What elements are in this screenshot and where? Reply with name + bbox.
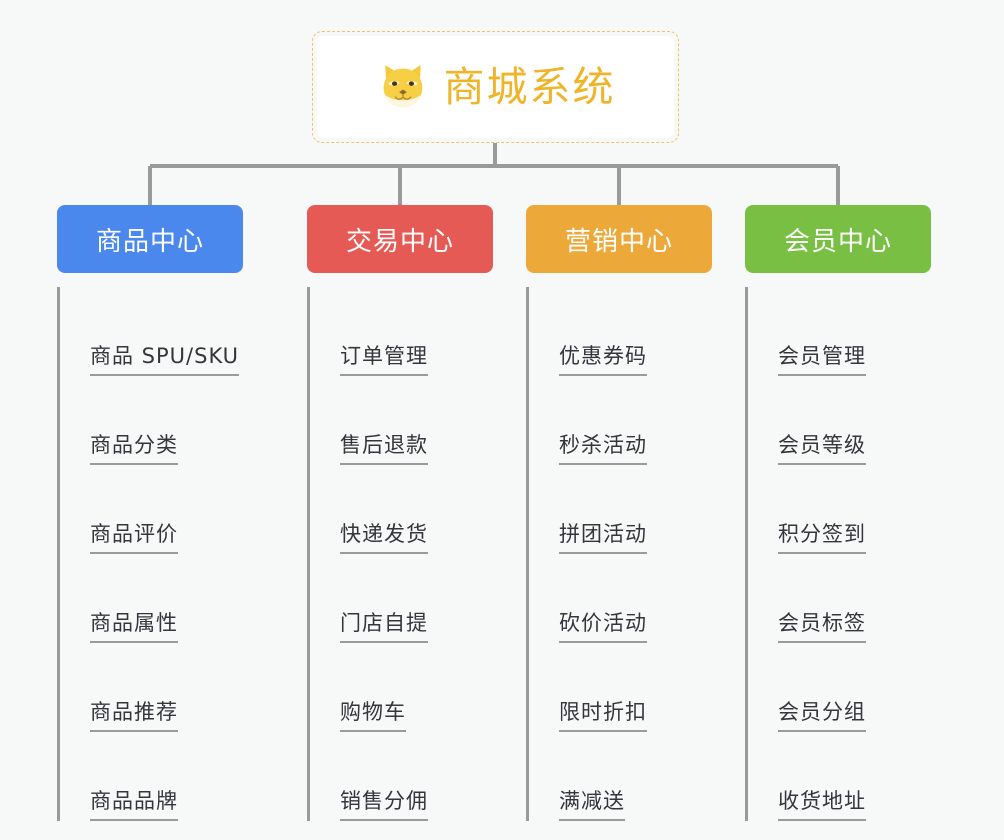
leaf-label: 秒杀活动 [559, 435, 647, 465]
leaf-list-2: 优惠券码 秒杀活动 拼团活动 砍价活动 限时折扣 满减送 [526, 287, 732, 821]
list-item[interactable]: 满减送 [545, 732, 732, 821]
leaf-label: 商品 SPU/SKU [90, 346, 240, 376]
leaf-label: 会员管理 [778, 346, 866, 376]
leaf-label: 销售分佣 [340, 791, 428, 821]
list-item[interactable]: 限时折扣 [545, 643, 732, 732]
list-item[interactable]: 会员等级 [764, 376, 951, 465]
category-column-3: 会员中心 会员管理 会员等级 积分签到 会员标签 会员分组 收货地址 [745, 205, 931, 821]
leaf-label: 售后退款 [340, 435, 428, 465]
shiba-dog-icon [376, 60, 430, 114]
leaf-label: 商品分类 [90, 435, 178, 465]
list-item[interactable]: 会员管理 [764, 287, 951, 376]
leaf-label: 砍价活动 [559, 613, 647, 643]
leaf-list-1: 订单管理 售后退款 快递发货 门店自提 购物车 销售分佣 [307, 287, 513, 821]
leaf-label: 商品属性 [90, 613, 178, 643]
root-node-inner: 商城系统 [317, 36, 674, 138]
leaf-label: 积分签到 [778, 524, 866, 554]
leaf-label: 门店自提 [340, 613, 428, 643]
list-item[interactable]: 商品属性 [76, 554, 263, 643]
list-item[interactable]: 销售分佣 [326, 732, 513, 821]
leaf-label: 商品推荐 [90, 702, 178, 732]
leaf-label: 会员标签 [778, 613, 866, 643]
leaf-list-0: 商品 SPU/SKU 商品分类 商品评价 商品属性 商品推荐 商品品牌 [57, 287, 263, 821]
leaf-label: 商品评价 [90, 524, 178, 554]
list-item[interactable]: 收货地址 [764, 732, 951, 821]
leaf-label: 商品品牌 [90, 791, 178, 821]
category-header-3[interactable]: 会员中心 [745, 205, 931, 273]
leaf-label: 会员等级 [778, 435, 866, 465]
list-item[interactable]: 拼团活动 [545, 465, 732, 554]
list-item[interactable]: 订单管理 [326, 287, 513, 376]
list-item[interactable]: 售后退款 [326, 376, 513, 465]
leaf-label: 满减送 [559, 791, 625, 821]
list-item[interactable]: 砍价活动 [545, 554, 732, 643]
list-item[interactable]: 购物车 [326, 643, 513, 732]
leaf-label: 拼团活动 [559, 524, 647, 554]
leaf-label: 购物车 [340, 702, 406, 732]
leaf-label: 订单管理 [340, 346, 428, 376]
category-column-1: 交易中心 订单管理 售后退款 快递发货 门店自提 购物车 销售分佣 [307, 205, 493, 821]
root-title: 商城系统 [443, 62, 616, 111]
category-columns: 商品中心 商品 SPU/SKU 商品分类 商品评价 商品属性 商品推荐 商品品牌… [0, 205, 1004, 821]
leaf-list-3: 会员管理 会员等级 积分签到 会员标签 会员分组 收货地址 [745, 287, 951, 821]
list-item[interactable]: 快递发货 [326, 465, 513, 554]
list-item[interactable]: 会员标签 [764, 554, 951, 643]
category-header-2[interactable]: 营销中心 [526, 205, 712, 273]
list-item[interactable]: 商品评价 [76, 465, 263, 554]
list-item[interactable]: 积分签到 [764, 465, 951, 554]
list-item[interactable]: 优惠券码 [545, 287, 732, 376]
list-item[interactable]: 商品品牌 [76, 732, 263, 821]
leaf-label: 快递发货 [340, 524, 428, 554]
root-node[interactable]: 商城系统 [312, 31, 679, 143]
list-item[interactable]: 商品 SPU/SKU [76, 287, 263, 376]
category-header-1[interactable]: 交易中心 [307, 205, 493, 273]
list-item[interactable]: 秒杀活动 [545, 376, 732, 465]
leaf-label: 收货地址 [778, 791, 866, 821]
list-item[interactable]: 商品分类 [76, 376, 263, 465]
leaf-label: 优惠券码 [559, 346, 647, 376]
list-item[interactable]: 会员分组 [764, 643, 951, 732]
leaf-label: 会员分组 [778, 702, 866, 732]
category-header-0[interactable]: 商品中心 [57, 205, 243, 273]
category-column-2: 营销中心 优惠券码 秒杀活动 拼团活动 砍价活动 限时折扣 满减送 [526, 205, 712, 821]
leaf-label: 限时折扣 [559, 702, 647, 732]
category-column-0: 商品中心 商品 SPU/SKU 商品分类 商品评价 商品属性 商品推荐 商品品牌 [57, 205, 243, 821]
list-item[interactable]: 门店自提 [326, 554, 513, 643]
list-item[interactable]: 商品推荐 [76, 643, 263, 732]
